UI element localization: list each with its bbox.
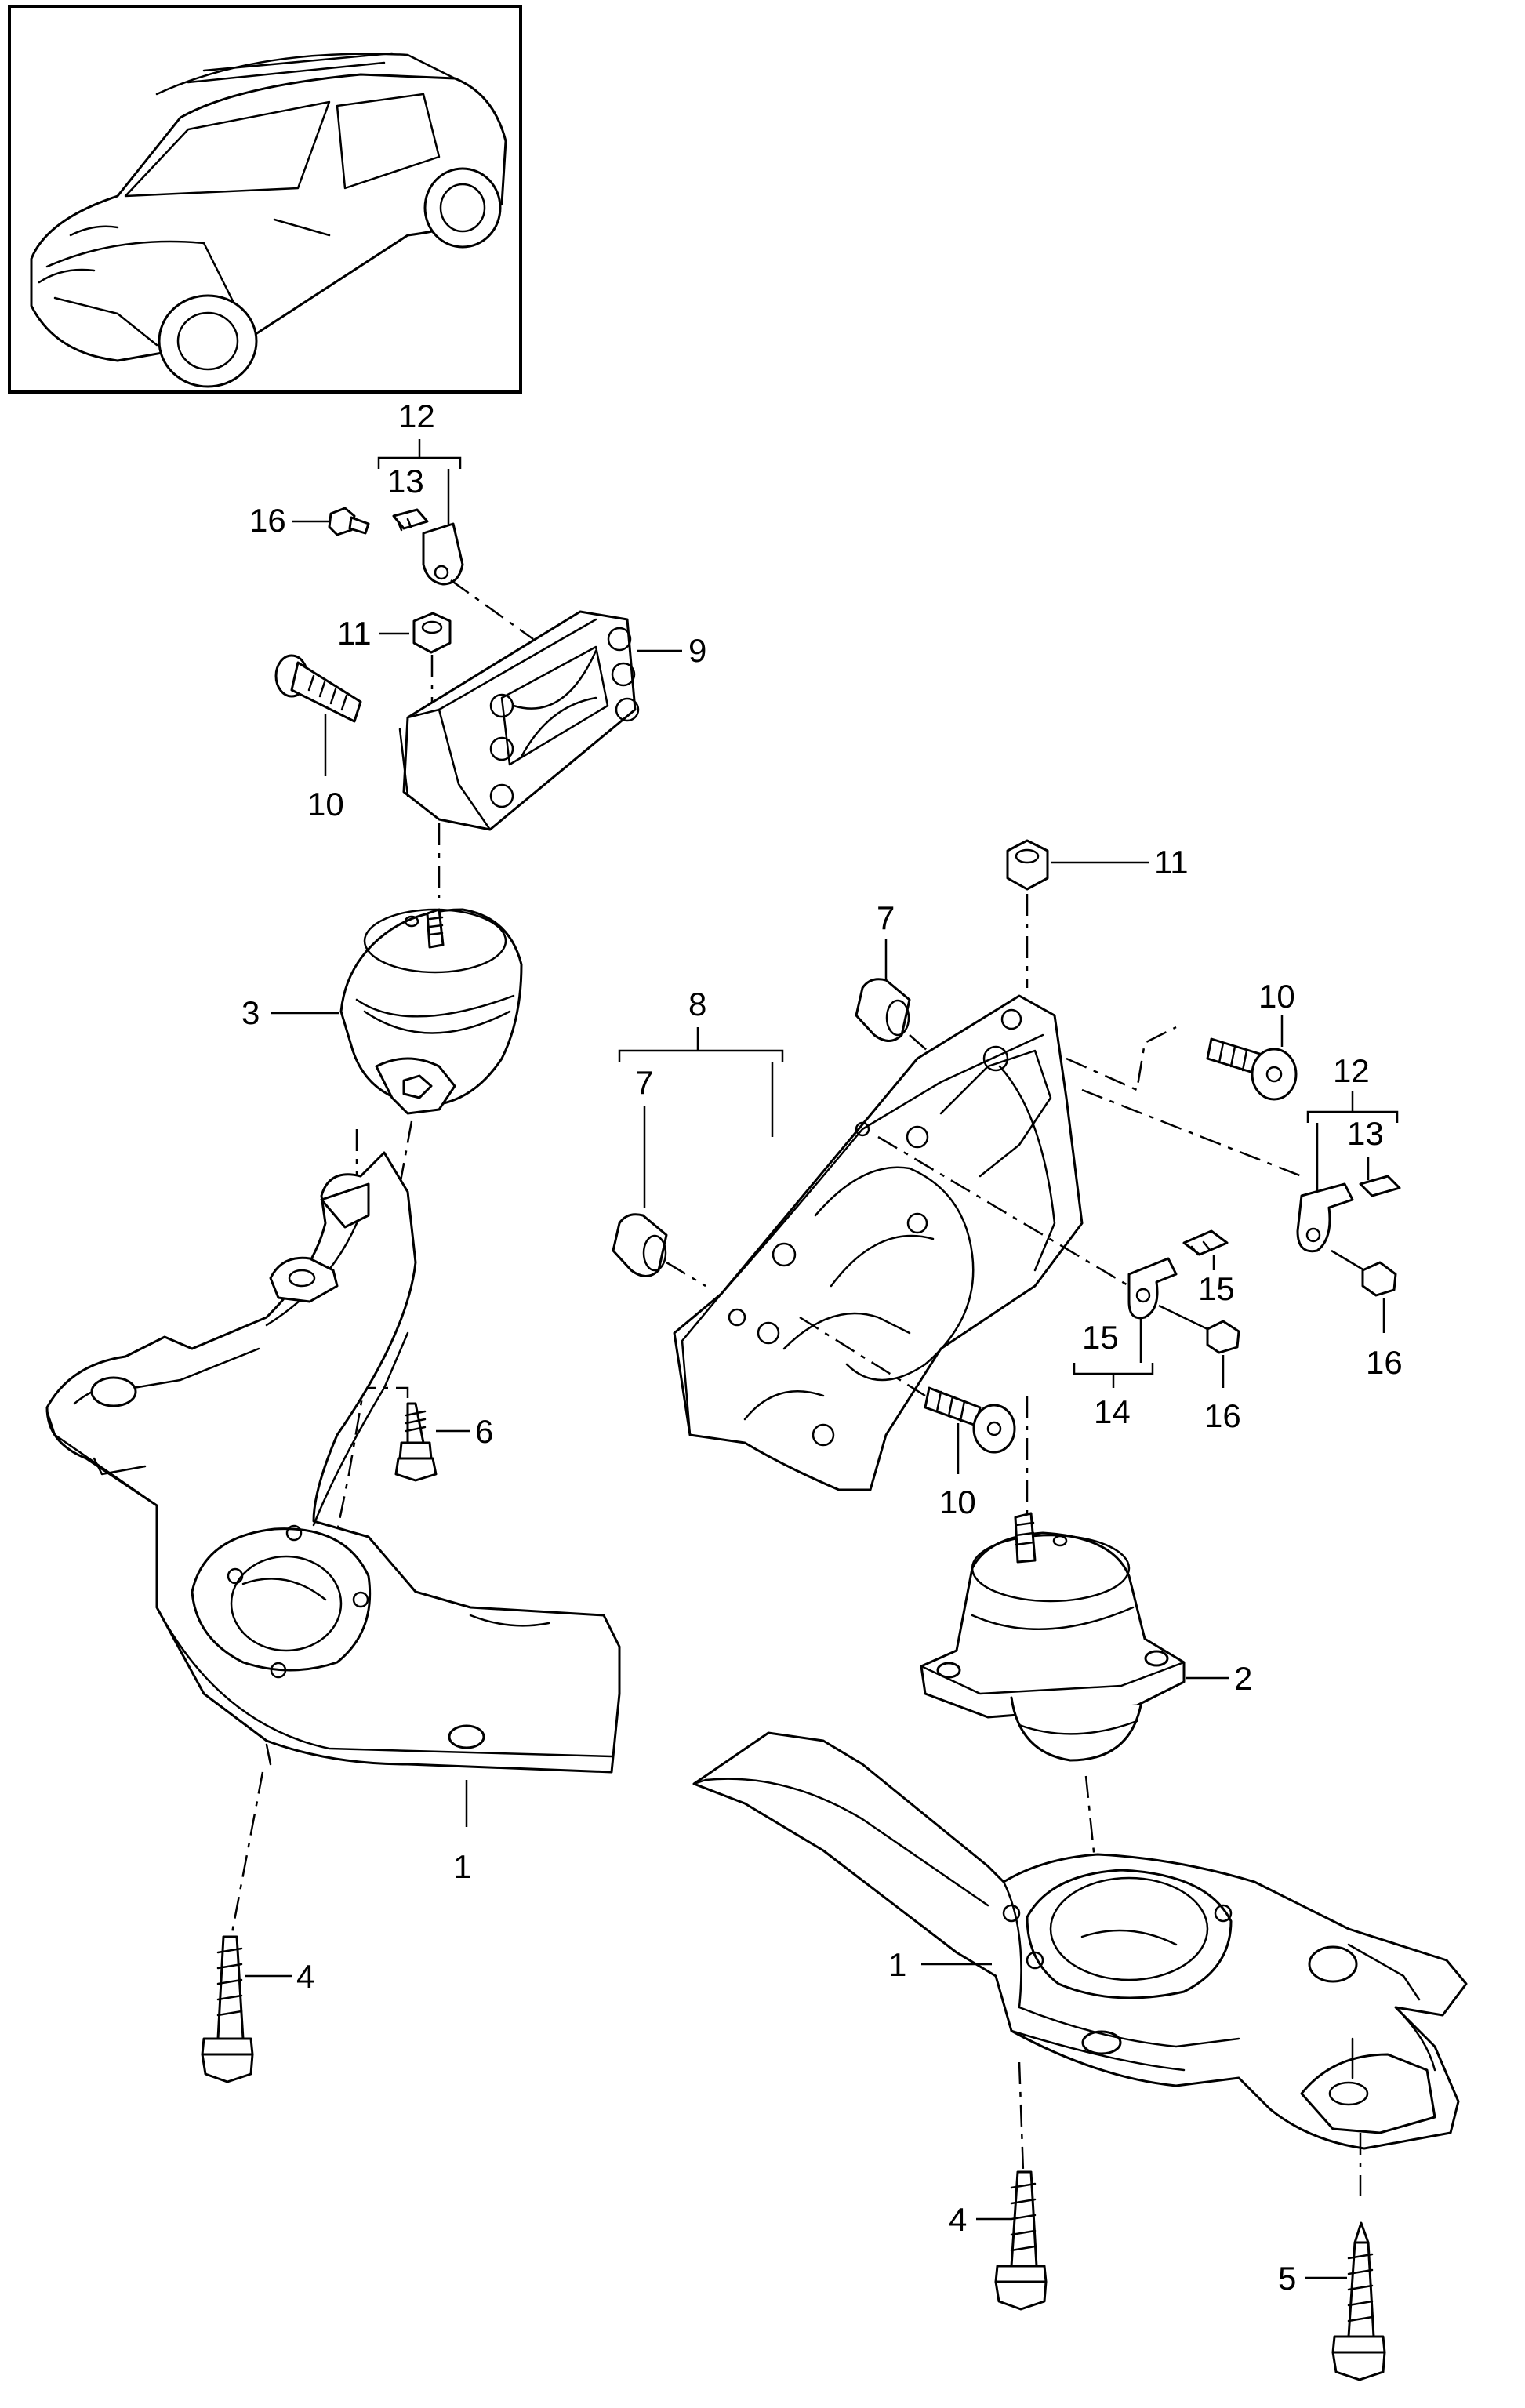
bushing-7-top: [855, 978, 911, 1042]
vehicle-thumbnail: [8, 5, 522, 394]
callout-10-right-bottom: 10: [939, 1484, 976, 1520]
callout-7-top: 7: [877, 899, 895, 936]
clip-15: [1182, 1229, 1229, 1256]
callout-6: 6: [475, 1413, 493, 1450]
callout-9: 9: [688, 632, 706, 669]
callout-2: 2: [1234, 1660, 1252, 1697]
engine-bracket-large: [673, 994, 1084, 1491]
callout-10-left: 10: [307, 786, 344, 823]
callout-16-left: 16: [249, 502, 286, 539]
callout-16-right: 16: [1366, 1344, 1403, 1381]
bolt-6: [394, 1402, 438, 1482]
engine-mount-2: [920, 1512, 1186, 1762]
bolt-4-right: [994, 2170, 1048, 2311]
callout-7-mid: 7: [635, 1064, 653, 1101]
bolt-16-right: [1361, 1261, 1397, 1297]
bolt-16-mid: [1206, 1320, 1240, 1354]
callout-1-right: 1: [888, 1946, 906, 1983]
callout-13-right: 13: [1347, 1115, 1384, 1152]
bracket-8: [618, 1027, 784, 1137]
bracket-tab-right: [1296, 1182, 1354, 1253]
suv-illustration: [30, 52, 507, 388]
callout-3: 3: [241, 994, 260, 1031]
callout-15-b: 15: [1082, 1319, 1119, 1356]
bolt-5: [1331, 2221, 1386, 2381]
bolt-16-left: [328, 507, 370, 536]
callout-10-right-top: 10: [1258, 978, 1295, 1015]
engine-mount-3: [339, 908, 523, 1115]
clip-13-left: [392, 508, 429, 532]
callout-16-mid: 16: [1204, 1397, 1241, 1434]
subframe-1-left: [45, 1151, 621, 1774]
callout-15-a: 15: [1198, 1270, 1235, 1307]
subframe-1-right: [692, 1731, 1468, 2150]
bracket-14: [1073, 1363, 1154, 1388]
bracket-tab-mid: [1127, 1257, 1178, 1320]
nut-11-left: [412, 612, 452, 654]
bolt-10-right-bottom: [924, 1386, 1016, 1454]
callout-8: 8: [688, 986, 706, 1022]
callout-11-left: 11: [337, 615, 372, 652]
callout-4-left: 4: [296, 1958, 314, 1995]
callout-12-left: 12: [398, 398, 435, 434]
bolt-10-right-top: [1206, 1037, 1298, 1101]
callout-12-right: 12: [1333, 1052, 1370, 1089]
bolt-10-left: [274, 654, 362, 723]
callout-11-right: 11: [1154, 844, 1189, 881]
callout-5: 5: [1278, 2260, 1296, 2297]
nut-11-right: [1006, 839, 1049, 891]
callout-1-left: 1: [453, 1848, 471, 1885]
clip-13-right: [1359, 1175, 1401, 1197]
callout-4-right: 4: [949, 2201, 967, 2238]
bracket-tab-left: [422, 522, 464, 586]
callout-14: 14: [1094, 1393, 1131, 1430]
bushing-7-mid: [612, 1213, 668, 1277]
engine-bracket-9: [398, 610, 640, 831]
bolt-4-left: [201, 1935, 254, 2083]
callout-13-left: 13: [387, 463, 424, 499]
